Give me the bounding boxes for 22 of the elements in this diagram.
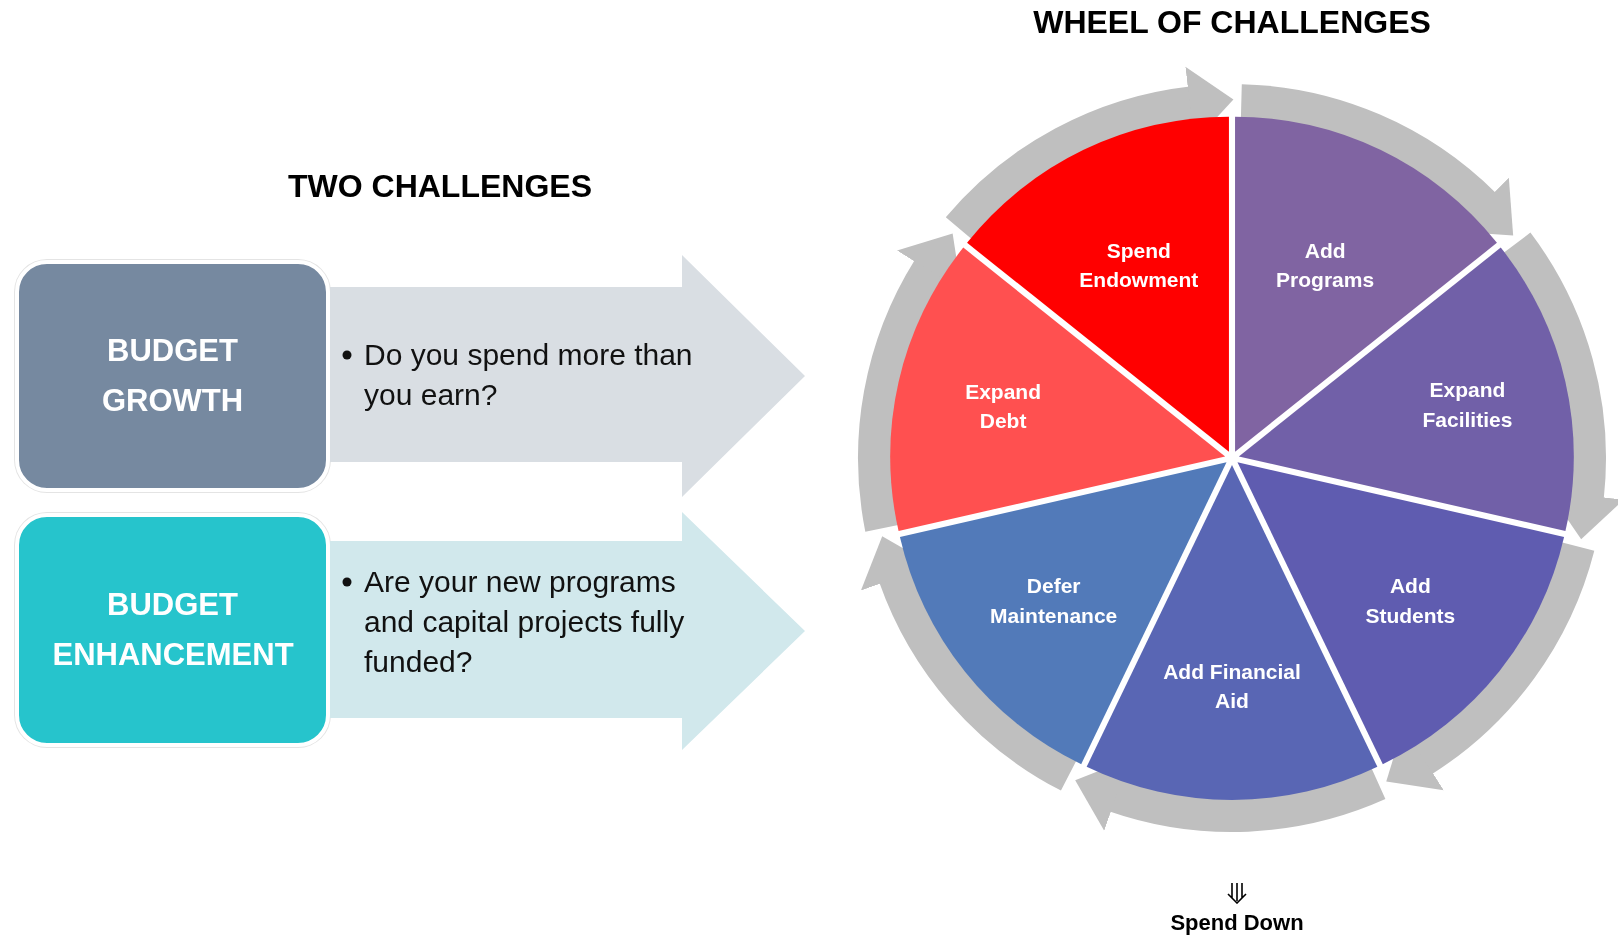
heading: WHEEL OF CHALLENGES: [1033, 4, 1431, 41]
segment-label: Spend Endowment: [1078, 237, 1200, 293]
bullet-text: Do you spend more than you earn?: [364, 337, 694, 413]
box-title: BUDGET ENHANCEMENT: [52, 586, 293, 674]
segment-label: Add Students: [1364, 572, 1457, 629]
segment-label: Expand Facilities: [1421, 376, 1514, 433]
cycle-arrow: [1239, 84, 1515, 234]
cycle-arrow: [861, 537, 1079, 791]
cycle-arrow: [1387, 540, 1594, 789]
arrow-shape: [330, 512, 805, 750]
segment-label: Add Programs: [1275, 237, 1376, 293]
category-box: [15, 260, 330, 492]
caption-text: Spend Down: [1170, 910, 1304, 936]
arrow-shape: [330, 255, 805, 497]
segment-label: Defer Maintenance: [989, 572, 1119, 629]
bullet-text: Are your new programs and capital projects fully funded?: [364, 564, 686, 680]
segment-label: Add Financial Aid: [1162, 658, 1302, 715]
category-box: [15, 513, 330, 747]
segment-label: Expand Debt: [964, 378, 1042, 434]
wheel-segment: [967, 116, 1229, 452]
box-title: BUDGET GROWTH: [100, 332, 245, 420]
heading: TWO CHALLENGES: [288, 168, 592, 205]
